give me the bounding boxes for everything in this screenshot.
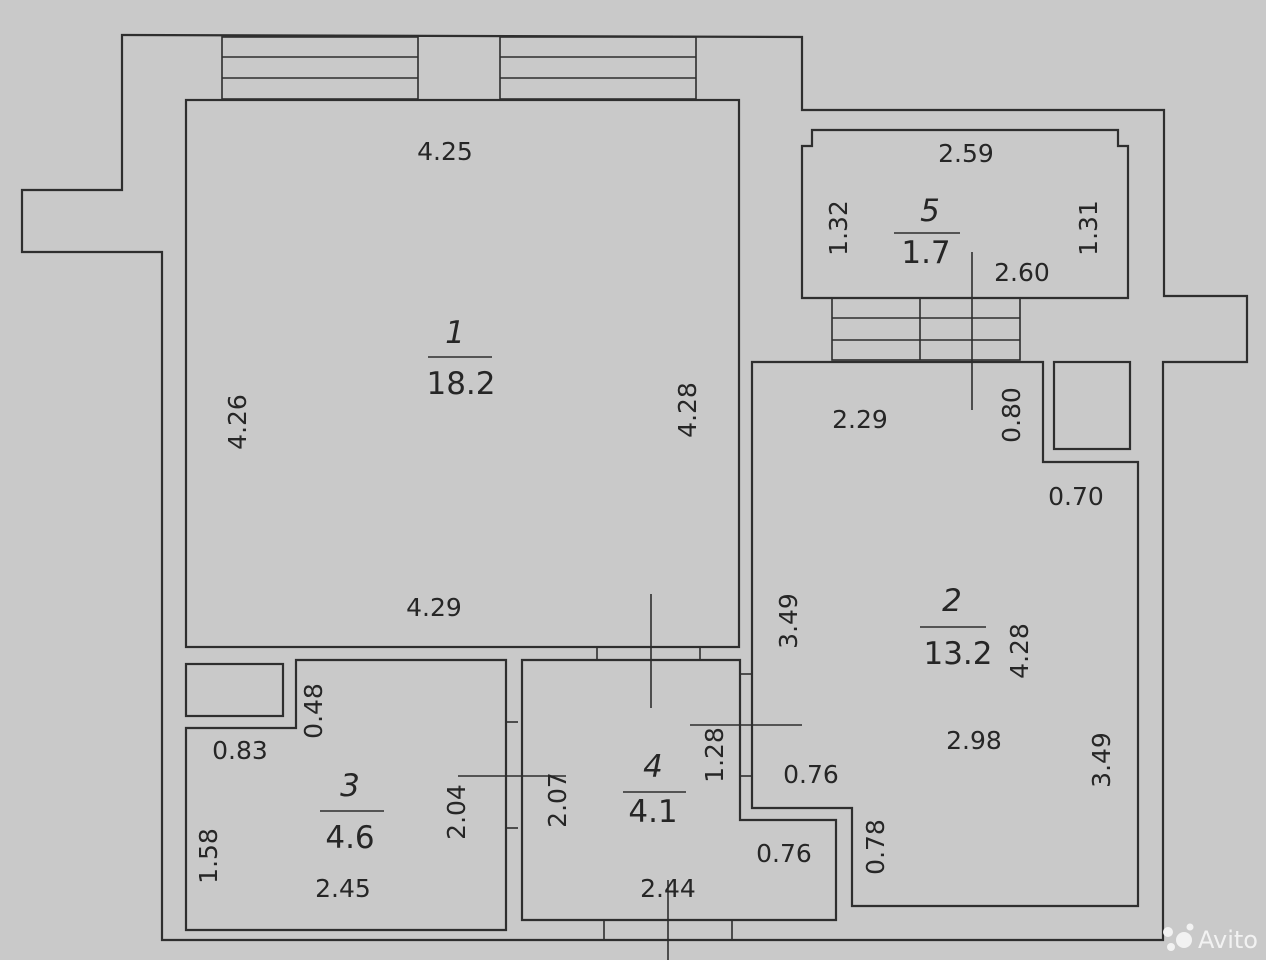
room-4-outline [520, 658, 838, 922]
room-1-label: 1 18.2 [426, 315, 495, 402]
window-top-left [221, 36, 419, 100]
dim-room-2-step-h: 0.76 [783, 760, 839, 789]
dim-room-2-mid: 2.98 [946, 726, 1002, 755]
room-1-area: 18.2 [426, 366, 495, 402]
room-4-label: 4 4.1 [623, 749, 686, 830]
outer-wall-outline [20, 33, 1249, 942]
room-2-label: 2 13.2 [920, 583, 993, 672]
room-2-shaft [1052, 360, 1132, 451]
room-5-area: 1.7 [901, 235, 950, 271]
balcony-door-window [831, 297, 1021, 361]
dim-room-5-top: 2.59 [938, 139, 994, 168]
dim-room-5-left: 1.32 [824, 200, 853, 256]
dim-room-1-right: 4.28 [673, 382, 702, 438]
dim-room-4-right: 1.28 [700, 727, 729, 783]
dim-room-3-niche-v: 0.48 [299, 683, 328, 739]
room-1-number: 1 [445, 315, 465, 351]
room-2-number: 2 [942, 583, 962, 619]
room-5-label: 5 1.7 [894, 193, 960, 271]
dim-room-3-bottom: 2.45 [315, 874, 371, 903]
dim-room-1-bottom: 4.29 [406, 593, 462, 622]
room-3-area: 4.6 [325, 820, 374, 856]
watermark-text: Avito [1198, 926, 1258, 954]
room-3-outline [184, 658, 508, 932]
dim-room-5-bottom: 2.60 [994, 258, 1050, 287]
room-5-outline [800, 128, 1130, 300]
dim-room-3-niche-h: 0.83 [212, 736, 268, 765]
room-4-area: 4.1 [628, 794, 677, 830]
dim-room-5-right: 1.31 [1074, 200, 1103, 256]
dim-room-2-top: 2.29 [832, 405, 888, 434]
window-top-right [499, 36, 697, 100]
dim-room-3-left: 1.58 [194, 828, 223, 884]
dim-room-2-right: 3.49 [1087, 732, 1116, 788]
dim-room-2-notch-h: 0.70 [1048, 482, 1104, 511]
watermark: Avito [1163, 923, 1258, 954]
room-5-number: 5 [920, 193, 940, 229]
dim-room-1-top: 4.25 [417, 137, 473, 166]
dim-room-3-right: 2.04 [442, 784, 471, 840]
room-3-niche [184, 662, 285, 718]
dim-room-1-left: 4.26 [223, 394, 252, 450]
dim-room-4-bottom: 2.44 [640, 874, 696, 903]
room-1-outline [184, 98, 741, 649]
dim-room-2-left: 3.49 [774, 593, 803, 649]
dim-room-2-right-inner: 4.28 [1005, 623, 1034, 679]
dim-room-4-step: 0.76 [756, 839, 812, 868]
room-2-area: 13.2 [923, 636, 992, 672]
avito-logo-icon [1163, 923, 1194, 951]
dim-room-2-notch-v: 0.80 [997, 387, 1026, 443]
room-4-number: 4 [643, 749, 663, 785]
room-3-label: 3 4.6 [320, 768, 384, 856]
dim-room-2-step-v: 0.78 [861, 819, 890, 875]
dim-room-4-left: 2.07 [543, 772, 572, 828]
room-2-outline [750, 360, 1140, 908]
room-3-number: 3 [340, 768, 360, 804]
